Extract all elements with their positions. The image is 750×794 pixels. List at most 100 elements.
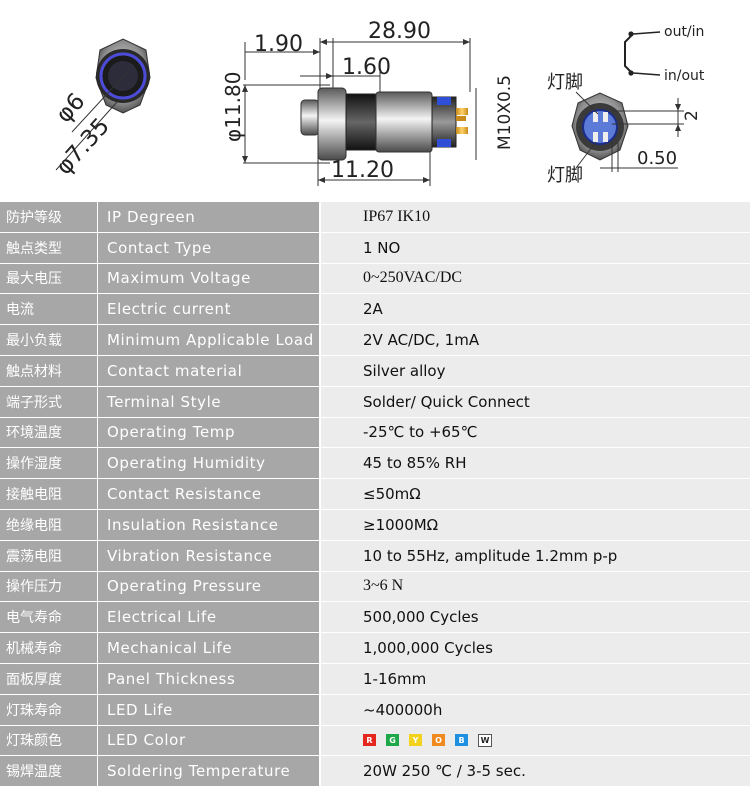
spec-row: 端子形式 Terminal Style Solder/ Quick Connec… [0, 386, 750, 418]
head-thickness-label: 1.90 [254, 32, 303, 57]
spec-cn-label: 触点材料 [0, 355, 97, 387]
spec-row: 锡焊温度 Soldering Temperature 20W 250 ℃ / 3… [0, 756, 750, 788]
spec-row: 面板厚度 Panel Thickness 1-16mm [0, 663, 750, 695]
spec-en-label: Contact Type [97, 232, 319, 264]
led-color-swatches: R G Y O B W [319, 725, 750, 757]
spec-value: Solder/ Quick Connect [319, 386, 750, 418]
spec-en-label: LED Color [97, 725, 319, 757]
spec-value: Silver alloy [319, 355, 750, 387]
front-view: φ6 φ7.35 [51, 38, 151, 180]
dim-2-label: 2 [682, 110, 702, 121]
spec-row: 防护等级 IP Degreen IP67 IK10 [0, 202, 750, 233]
spec-cn-label: 操作湿度 [0, 448, 97, 480]
spec-en-label: Soldering Temperature [97, 756, 319, 788]
spec-row: 电流 Electric current 2A [0, 294, 750, 326]
back-view: 灯脚 灯脚 2 0.50 [547, 72, 702, 186]
spec-en-label: IP Degreen [97, 202, 319, 233]
spec-en-label: Panel Thickness [97, 663, 319, 695]
spec-en-label: Electrical Life [97, 602, 319, 634]
dimension-drawing: φ6 φ7.35 28.90 [0, 0, 750, 200]
spec-en-label: Minimum Applicable Load [97, 325, 319, 356]
spec-value: 45 to 85% RH [319, 448, 750, 480]
led-swatch-white: W [478, 733, 492, 747]
spec-row: 操作湿度 Operating Humidity 45 to 85% RH [0, 448, 750, 480]
spec-cn-label: 锡焊温度 [0, 756, 97, 788]
spec-value: 1-16mm [319, 663, 750, 695]
spec-en-label: Insulation Resistance [97, 509, 319, 541]
front-dia-outer-label: φ7.35 [51, 113, 115, 180]
spec-value: 2V AC/DC, 1mA [319, 325, 750, 356]
spec-row: 灯珠颜色 LED Color R G Y O B W [0, 725, 750, 757]
spec-cn-label: 端子形式 [0, 386, 97, 418]
spec-cn-label: 电流 [0, 294, 97, 326]
spec-cn-label: 电气寿命 [0, 602, 97, 634]
spec-cn-label: 绝缘电阻 [0, 509, 97, 541]
spec-value: 2A [319, 294, 750, 326]
terminal-out-in-label: out/in [664, 24, 704, 40]
spec-value: ~400000h [319, 694, 750, 726]
spec-value: 1 NO [319, 232, 750, 264]
spec-row: 触点类型 Contact Type 1 NO [0, 232, 750, 264]
spec-cn-label: 震荡电阻 [0, 540, 97, 572]
spec-row: 接触电阻 Contact Resistance ≤50mΩ [0, 479, 750, 510]
spec-value: 1,000,000 Cycles [319, 633, 750, 664]
spec-en-label: Operating Temp [97, 417, 319, 449]
spec-en-label: Operating Humidity [97, 448, 319, 480]
spec-cn-label: 灯珠寿命 [0, 694, 97, 726]
front-dia-inner-label: φ6 [51, 88, 90, 128]
spec-cn-label: 最大电压 [0, 263, 97, 295]
pin-label-bottom: 灯脚 [547, 165, 583, 186]
spec-cn-label: 面板厚度 [0, 663, 97, 695]
spec-cn-label: 最小负载 [0, 325, 97, 356]
spec-value: 3~6 N [319, 571, 750, 603]
spec-value: ≤50mΩ [319, 479, 750, 510]
spec-row: 绝缘电阻 Insulation Resistance ≥1000MΩ [0, 509, 750, 541]
dim-050-label: 0.50 [637, 148, 677, 169]
spec-en-label: Contact Resistance [97, 479, 319, 510]
spec-value: 500,000 Cycles [319, 602, 750, 634]
spec-row: 灯珠寿命 LED Life ~400000h [0, 694, 750, 726]
spec-table: 防护等级 IP Degreen IP67 IK10 触点类型 Contact T… [0, 202, 750, 788]
spec-value: -25℃ to +65℃ [319, 417, 750, 449]
side-view: 28.90 1.90 1.60 φ11.80 [221, 19, 515, 186]
spec-row: 操作压力 Operating Pressure 3~6 N [0, 571, 750, 603]
spec-row: 环境温度 Operating Temp -25℃ to +65℃ [0, 417, 750, 449]
spec-cn-label: 机械寿命 [0, 633, 97, 664]
spec-en-label: Terminal Style [97, 386, 319, 418]
spec-row: 最大电压 Maximum Voltage 0~250VAC/DC [0, 263, 750, 295]
terminal-symbol: out/in in/out [624, 24, 705, 84]
pin-label-top: 灯脚 [547, 72, 583, 93]
spec-en-label: LED Life [97, 694, 319, 726]
spec-value: ≥1000MΩ [319, 509, 750, 541]
overall-length-label: 28.90 [368, 19, 431, 44]
led-swatch-red: R [363, 734, 376, 747]
spec-row: 触点材料 Contact material Silver alloy [0, 355, 750, 387]
spec-value: 10 to 55Hz, amplitude 1.2mm p-p [319, 540, 750, 572]
drawing-svg: φ6 φ7.35 28.90 [51, 19, 705, 186]
spec-row: 最小负载 Minimum Applicable Load 2V AC/DC, 1… [0, 325, 750, 356]
terminal-in-out-label: in/out [664, 68, 705, 84]
spec-en-label: Electric current [97, 294, 319, 326]
spec-row: 电气寿命 Electrical Life 500,000 Cycles [0, 602, 750, 634]
spec-row: 机械寿命 Mechanical Life 1,000,000 Cycles [0, 633, 750, 664]
spec-en-label: Operating Pressure [97, 571, 319, 603]
spec-row: 震荡电阻 Vibration Resistance 10 to 55Hz, am… [0, 540, 750, 572]
spec-cn-label: 灯珠颜色 [0, 725, 97, 757]
led-swatch-yellow: Y [409, 734, 422, 747]
spec-value: IP67 IK10 [319, 202, 750, 233]
spec-value: 20W 250 ℃ / 3-5 sec. [319, 756, 750, 788]
spec-cn-label: 环境温度 [0, 417, 97, 449]
led-swatch-green: G [386, 734, 399, 747]
led-swatch-orange: O [432, 734, 445, 747]
thread-label: M10X0.5 [495, 75, 515, 150]
spec-cn-label: 接触电阻 [0, 479, 97, 510]
spec-en-label: Maximum Voltage [97, 263, 319, 295]
spec-en-label: Vibration Resistance [97, 540, 319, 572]
body-length-label: 11.20 [331, 158, 394, 183]
led-swatch-blue: B [455, 734, 468, 747]
flange-thickness-label: 1.60 [342, 55, 391, 80]
spec-cn-label: 防护等级 [0, 202, 97, 233]
spec-en-label: Mechanical Life [97, 633, 319, 664]
spec-cn-label: 触点类型 [0, 232, 97, 264]
spec-cn-label: 操作压力 [0, 571, 97, 603]
